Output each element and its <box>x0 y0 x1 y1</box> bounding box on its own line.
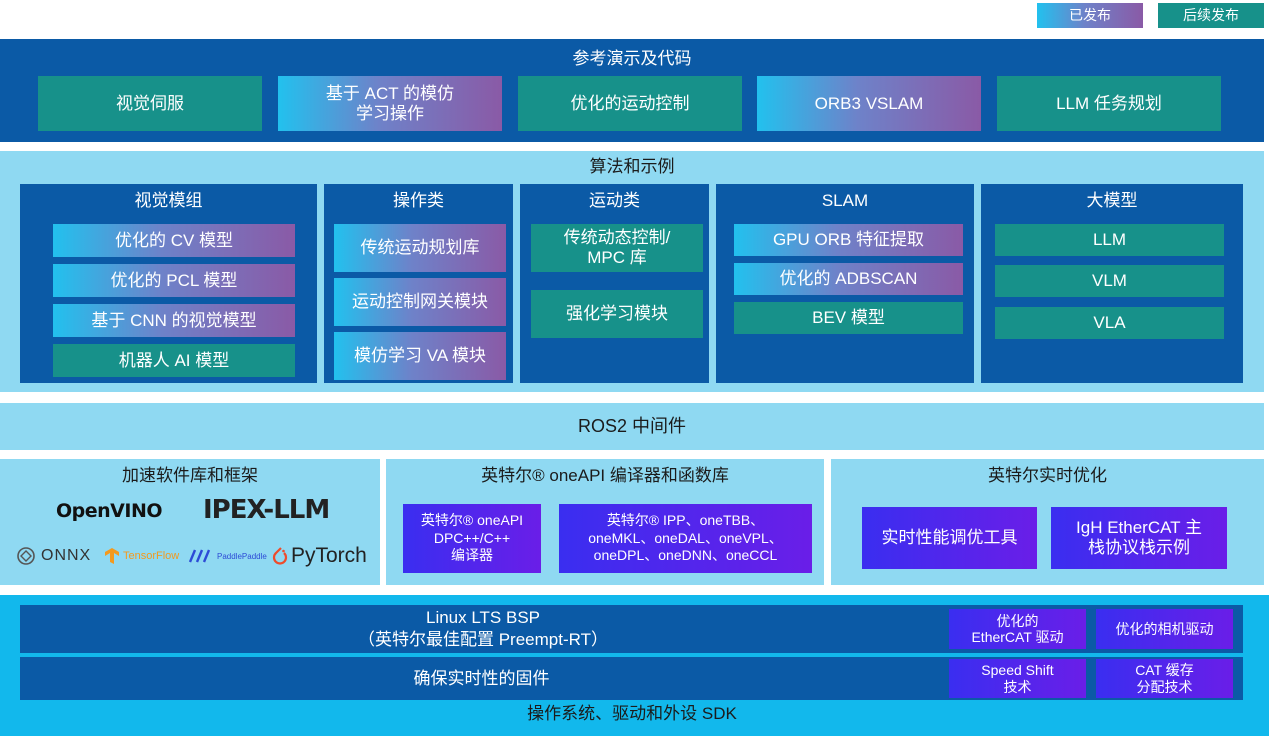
algorithms-title: 算法和示例 <box>589 157 675 177</box>
manipulation-item: 传统运动规划库 <box>334 224 506 272</box>
onnx-icon <box>17 547 35 565</box>
oneapi-compiler: 英特尔® oneAPI DPC++/C++ 编译器 <box>403 504 541 573</box>
manipulation-item: 模仿学习 VA 模块 <box>334 332 506 380</box>
ref-orb3-vslam: ORB3 VSLAM <box>757 76 981 131</box>
llm-item: VLA <box>995 307 1224 339</box>
vision-item: 机器人 AI 模型 <box>53 344 295 377</box>
paddlepaddle-logo: PaddlePaddle <box>188 543 267 569</box>
tensorflow-text: TensorFlow <box>123 550 180 562</box>
ref-llm-planning: LLM 任务规划 <box>997 76 1221 131</box>
firmware-row: 确保实时性的固件 Speed Shift 技术 CAT 缓存 分配技术 <box>20 657 1243 700</box>
accel-title: 加速软件库和框架 <box>122 466 258 486</box>
motion-panel: 运动类 传统动态控制/ MPC 库 强化学习模块 <box>520 184 709 383</box>
llm-panel: 大模型 LLM VLM VLA <box>981 184 1243 383</box>
algorithms-section: 算法和示例 视觉模组 优化的 CV 模型 优化的 PCL 模型 基于 CNN 的… <box>0 151 1264 392</box>
ethercat-driver: 优化的 EtherCAT 驱动 <box>949 609 1086 649</box>
slam-item: GPU ORB 特征提取 <box>734 224 963 256</box>
accel-section: 加速软件库和框架 OpenVINO IPEX-LLM ONNX TensorFl… <box>0 459 380 585</box>
paddle-text: PaddlePaddle <box>217 551 267 561</box>
vision-item: 优化的 PCL 模型 <box>53 264 295 297</box>
slam-title: SLAM <box>821 191 869 211</box>
llm-item: VLM <box>995 265 1224 297</box>
manipulation-panel: 操作类 传统运动规划库 运动控制网关模块 模仿学习 VA 模块 <box>324 184 513 383</box>
os-footer: 操作系统、驱动和外设 SDK <box>527 704 737 724</box>
manipulation-item: 运动控制网关模块 <box>334 278 506 326</box>
realtime-firmware: 确保实时性的固件 <box>413 668 550 688</box>
vision-panel: 视觉模组 优化的 CV 模型 优化的 PCL 模型 基于 CNN 的视觉模型 机… <box>20 184 317 383</box>
motion-item: 强化学习模块 <box>531 290 703 338</box>
ref-motion-control: 优化的运动控制 <box>518 76 742 131</box>
onnx-logo: ONNX <box>16 543 91 569</box>
openvino-text: OpenVINO <box>56 500 163 522</box>
motion-item: 传统动态控制/ MPC 库 <box>531 224 703 272</box>
oneapi-section: 英特尔® oneAPI 编译器和函数库 英特尔® oneAPI DPC++/C+… <box>386 459 824 585</box>
camera-driver: 优化的相机驱动 <box>1096 609 1233 649</box>
oneapi-title: 英特尔® oneAPI 编译器和函数库 <box>481 466 729 486</box>
reference-title: 参考演示及代码 <box>572 49 692 69</box>
vision-item: 优化的 CV 模型 <box>53 224 295 257</box>
tensorflow-icon <box>105 548 119 564</box>
os-section: Linux LTS BSP （英特尔最佳配置 Preempt-RT） 优化的 E… <box>0 595 1269 736</box>
openvino-logo: OpenVINO <box>56 497 163 525</box>
motion-title: 运动类 <box>589 191 640 211</box>
legend-released: 已发布 <box>1037 3 1143 28</box>
speed-shift: Speed Shift 技术 <box>949 659 1086 698</box>
ref-visual-servo: 视觉伺服 <box>38 76 262 131</box>
ipex-llm-logo: IPEX-LLM <box>203 493 330 527</box>
pytorch-text: PyTorch <box>291 544 367 567</box>
llm-title: 大模型 <box>1086 191 1138 211</box>
realtime-section: 英特尔实时优化 实时性能调优工具 IgH EtherCAT 主 栈协议栈示例 <box>831 459 1264 585</box>
ipex-llm-text: IPEX-LLM <box>203 495 330 525</box>
legend-upcoming: 后续发布 <box>1158 3 1264 28</box>
ros2-middleware: ROS2 中间件 <box>0 403 1264 450</box>
realtime-ethercat-stack: IgH EtherCAT 主 栈协议栈示例 <box>1051 507 1227 569</box>
onnx-text: ONNX <box>41 547 92 564</box>
pytorch-logo: PyTorch <box>272 541 367 571</box>
pytorch-icon <box>272 547 288 565</box>
slam-item: 优化的 ADBSCAN <box>734 263 963 295</box>
llm-item: LLM <box>995 224 1224 256</box>
manipulation-title: 操作类 <box>393 191 444 211</box>
realtime-title: 英特尔实时优化 <box>988 466 1107 486</box>
cat-cache-allocation: CAT 缓存 分配技术 <box>1096 659 1233 698</box>
ref-act-imitation: 基于 ACT 的模仿 学习操作 <box>278 76 502 131</box>
realtime-tuning-tools: 实时性能调优工具 <box>862 507 1037 569</box>
slam-item: BEV 模型 <box>734 302 963 334</box>
vision-title: 视觉模组 <box>134 191 203 211</box>
tensorflow-logo: TensorFlow <box>104 543 179 569</box>
linux-bsp-row: Linux LTS BSP （英特尔最佳配置 Preempt-RT） 优化的 E… <box>20 605 1243 653</box>
vision-item: 基于 CNN 的视觉模型 <box>53 304 295 337</box>
slam-panel: SLAM GPU ORB 特征提取 优化的 ADBSCAN BEV 模型 <box>716 184 974 383</box>
reference-section: 参考演示及代码 视觉伺服 基于 ACT 的模仿 学习操作 优化的运动控制 ORB… <box>0 39 1264 142</box>
oneapi-libraries: 英特尔® IPP、oneTBB、 oneMKL、oneDAL、oneVPL、 o… <box>559 504 812 573</box>
linux-bsp: Linux LTS BSP （英特尔最佳配置 Preempt-RT） <box>358 607 608 649</box>
paddle-icon <box>188 549 211 563</box>
